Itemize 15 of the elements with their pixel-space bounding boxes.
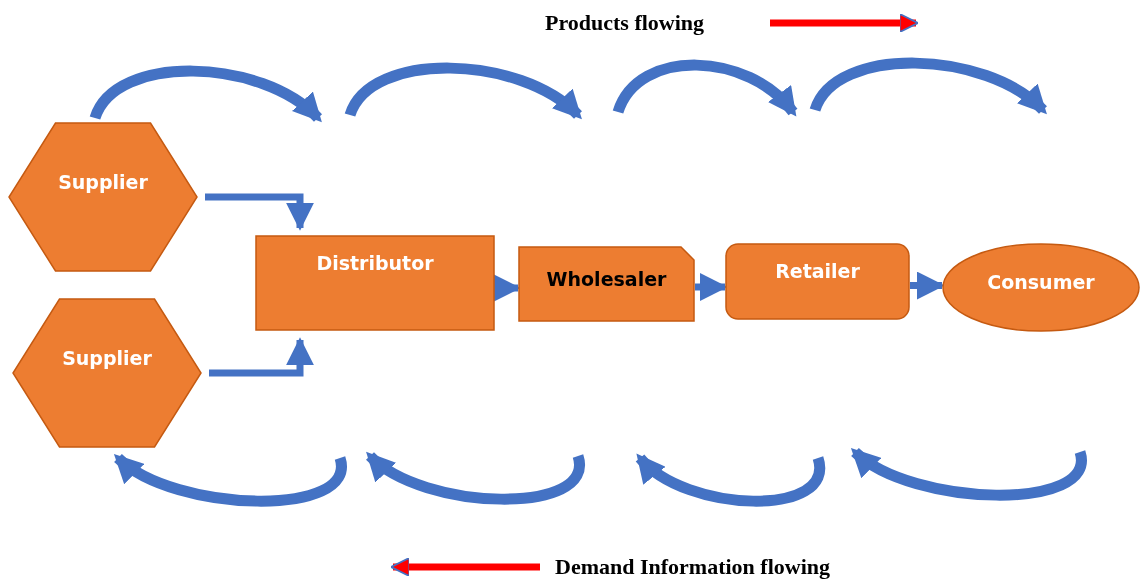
node-label: Supplier bbox=[62, 345, 152, 371]
node-label: Distributor bbox=[316, 250, 434, 276]
supplier-hexagon bbox=[8, 122, 198, 272]
flow-label: Products flowing bbox=[545, 9, 705, 37]
node-label: Consumer bbox=[987, 270, 1095, 296]
node-label: Retailer bbox=[775, 259, 860, 285]
arrow bbox=[910, 271, 945, 300]
distributor-box bbox=[255, 235, 495, 331]
retailer-box bbox=[725, 243, 910, 320]
node-label: Supplier bbox=[58, 169, 148, 195]
supplier-hexagon bbox=[12, 298, 202, 448]
consumer-ellipse bbox=[942, 243, 1140, 332]
wholesaler-box bbox=[518, 246, 695, 322]
node-label: Wholesaler bbox=[546, 266, 667, 292]
flow-label: Demand Information flowing bbox=[555, 553, 830, 580]
